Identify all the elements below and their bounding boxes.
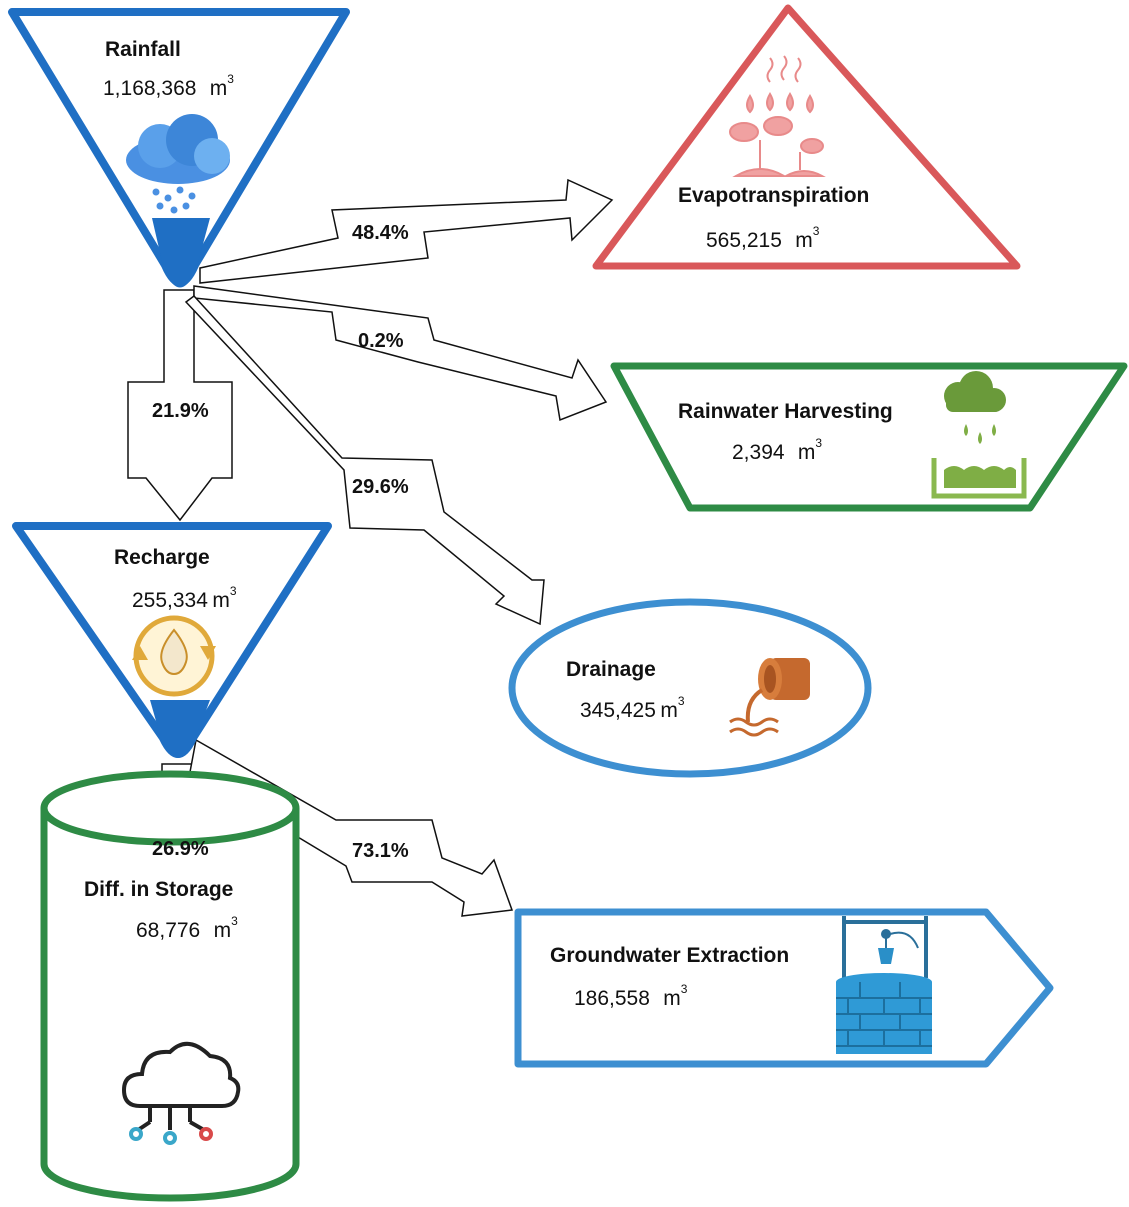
rainfall-title: Rainfall [105, 38, 181, 61]
recharge-value: 255,334 [132, 589, 208, 612]
recharge-amount: 255,334 m3 [132, 584, 237, 613]
evapotranspiration-amount: 565,215 m3 [706, 224, 820, 253]
drainage-shape [508, 598, 872, 778]
evapotranspiration-shape [592, 4, 1021, 270]
evapotranspiration-unit: m3 [795, 224, 820, 252]
storage-amount: 68,776 m3 [136, 914, 238, 943]
rain-collection-tank-icon [931, 371, 1027, 499]
recharge-title: Recharge [114, 546, 210, 569]
storage-unit: m3 [213, 914, 238, 942]
rainwater-harvesting-title: Rainwater Harvesting [678, 400, 893, 423]
rainwater-harvesting-unit: m3 [797, 436, 823, 464]
water-cycle-icon [132, 615, 216, 697]
arrow-to-recharge [127, 289, 233, 522]
plants-evaporation-icon [729, 55, 826, 177]
storage-title: Diff. in Storage [84, 878, 234, 901]
cloud-network-icon [121, 1042, 241, 1145]
drainage-amount: 345,425 m3 [580, 694, 685, 723]
arrow-to-drainage [184, 294, 545, 626]
drain-pipe-icon [729, 658, 810, 737]
drainage-value: 345,425 [580, 699, 656, 722]
flow-label-evapotranspiration: 48.4% [352, 222, 409, 244]
groundwater-extraction-amount: 186,558 m3 [574, 982, 688, 1011]
drainage-title: Drainage [566, 658, 656, 681]
groundwater-extraction-title: Groundwater Extraction [550, 944, 790, 967]
flow-label-rainwater-harvesting: 0.2% [358, 330, 404, 352]
evapotranspiration-value: 565,215 [706, 229, 782, 252]
rainwater-harvesting-amount: 2,394 m3 [732, 436, 823, 465]
water-well-icon [836, 916, 932, 1054]
drainage-unit: m3 [660, 694, 685, 722]
flow-label-recharge: 21.9% [152, 400, 209, 422]
rainwater-harvesting-value: 2,394 [732, 441, 785, 464]
rainfall-funnel-spout [152, 218, 210, 288]
arrow-to-rainwater-harvesting [193, 285, 608, 422]
flow-label-storage: 26.9% [152, 838, 209, 860]
rain-cloud-icon [126, 114, 230, 214]
recharge-funnel-spout [150, 700, 210, 758]
storage-value: 68,776 [136, 919, 201, 942]
groundwater-extraction-value: 186,558 [574, 987, 650, 1010]
rainfall-unit: m3 [209, 72, 234, 100]
rainfall-amount: 1,168,368 m3 [103, 72, 234, 101]
recharge-unit: m3 [212, 584, 237, 612]
flow-label-drainage: 29.6% [352, 476, 409, 498]
rainfall-value: 1,168,368 [103, 77, 197, 100]
groundwater-extraction-unit: m3 [663, 982, 688, 1010]
arrow-to-evapotranspiration [199, 178, 614, 284]
evapotranspiration-title: Evapotranspiration [678, 184, 870, 207]
rainwater-harvesting-shape [610, 362, 1128, 512]
flow-label-groundwater-extraction: 73.1% [352, 840, 409, 862]
